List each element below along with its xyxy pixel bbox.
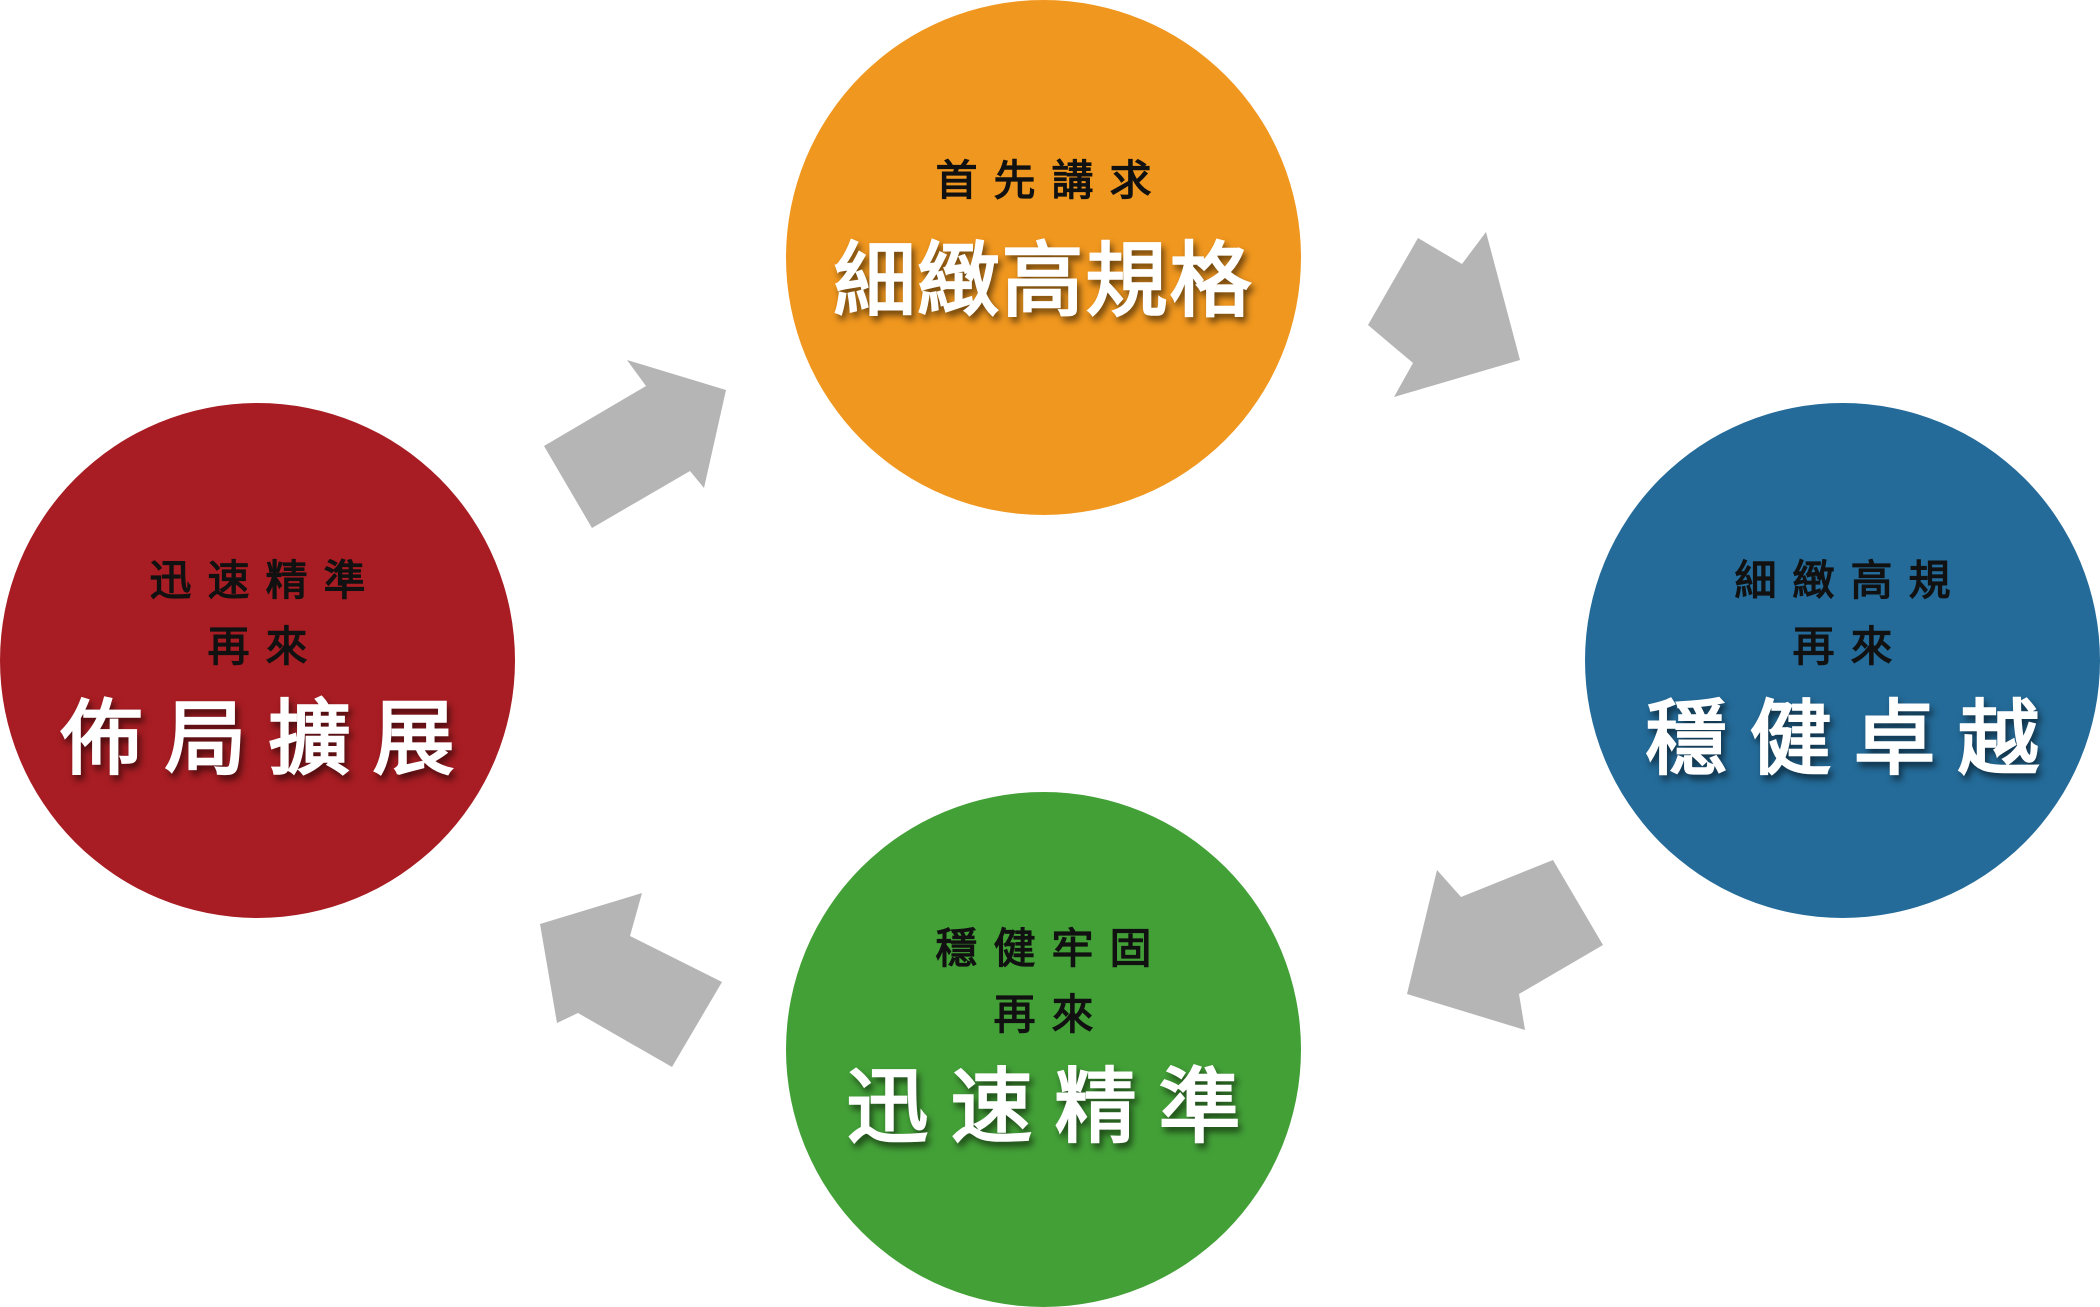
node-bottom-subtitle-line1: 穩健牢固: [935, 923, 1168, 973]
arrow-right-up-icon: [544, 360, 726, 528]
node-top-subtitle: 首先講求: [935, 155, 1168, 205]
node-fast-precise: 穩健牢固 再來 迅速精準: [786, 792, 1301, 1307]
arrow-right-down-icon: [1368, 232, 1520, 397]
node-left-subtitle-line1: 迅速精準: [149, 555, 382, 605]
node-right-content: 細緻高規 再來 穩健卓越: [1623, 548, 2061, 792]
arrow-left-up-icon: [540, 893, 722, 1067]
node-left-subtitle-line2: 再來: [207, 621, 324, 671]
node-steady-excellence: 細緻高規 再來 穩健卓越: [1585, 403, 2100, 918]
node-right-title: 穩健卓越: [1645, 691, 2062, 787]
arrow-left-down-icon: [1407, 860, 1603, 1030]
node-top-content: 首先講求 細緻高規格: [833, 148, 1253, 334]
node-left-title: 佈局擴展: [60, 691, 477, 787]
node-bottom-subtitle-line2: 再來: [993, 989, 1110, 1039]
node-right-subtitle-line1: 細緻高規: [1734, 555, 1967, 605]
node-left-content: 迅速精準 再來 佈局擴展: [38, 548, 476, 792]
node-right-subtitle-line2: 再來: [1792, 621, 1909, 671]
node-fine-high-spec: 首先講求 細緻高規格: [786, 0, 1301, 515]
node-bottom-title: 迅速精準: [846, 1059, 1263, 1155]
node-top-title: 細緻高規格: [833, 233, 1254, 329]
node-bottom-content: 穩健牢固 再來 迅速精準: [824, 916, 1262, 1160]
node-layout-expansion: 迅速精準 再來 佈局擴展: [0, 403, 515, 918]
